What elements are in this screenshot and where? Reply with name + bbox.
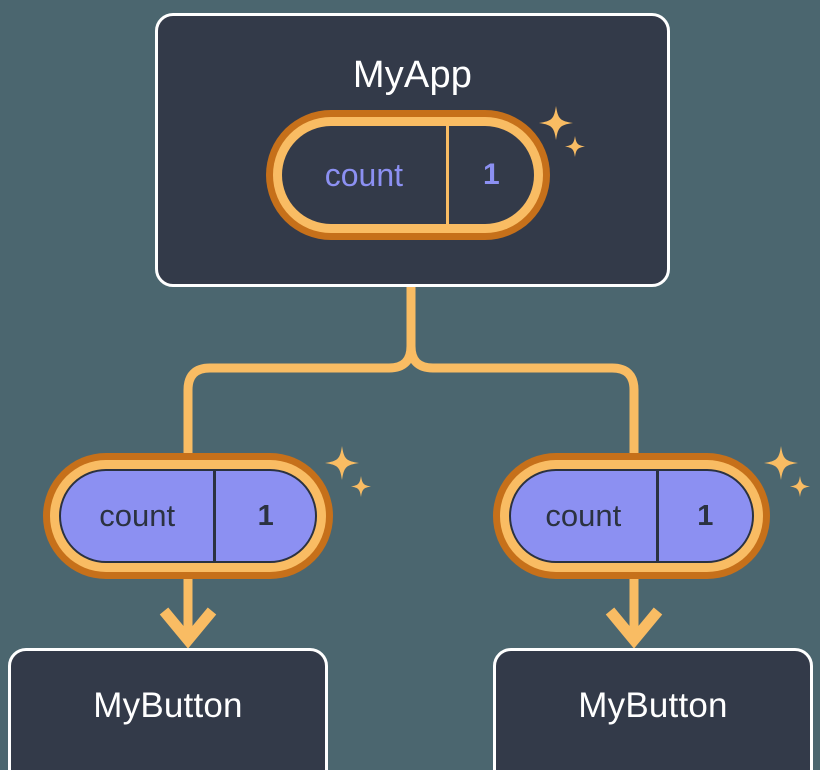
- state-value-label: 1: [445, 126, 534, 224]
- pill-ring-inner: count 1: [500, 460, 763, 572]
- button-component-card-left[interactable]: MyButton: [8, 648, 328, 770]
- button-component-title: MyButton: [578, 686, 728, 725]
- sparkle-large-icon: [764, 446, 798, 480]
- sparkle-large-icon: [325, 446, 359, 480]
- state-value-label: 1: [655, 471, 752, 561]
- state-pill-button-right[interactable]: count 1: [493, 453, 770, 579]
- pill-body: count 1: [59, 469, 317, 563]
- pill-body: count 1: [282, 126, 534, 224]
- pill-ring-inner: count 1: [273, 117, 543, 233]
- pill-ring-inner: count 1: [50, 460, 326, 572]
- sparkle-small-icon: [790, 476, 810, 497]
- button-component-title: MyButton: [93, 686, 243, 725]
- state-key-label: count: [545, 498, 622, 533]
- state-value-label: 1: [213, 471, 315, 561]
- state-key-label: count: [99, 498, 176, 533]
- state-key-label: count: [324, 156, 404, 193]
- connector-branch-left: [183, 345, 416, 455]
- connector-branch-right: [406, 345, 639, 455]
- state-pill-app[interactable]: count 1: [266, 110, 550, 240]
- app-component-title: MyApp: [352, 54, 473, 96]
- arrow-down-icon-left: [159, 578, 217, 649]
- arrow-down-icon-right: [605, 578, 663, 649]
- state-pill-button-left[interactable]: count 1: [43, 453, 333, 579]
- sparkle-small-icon: [351, 476, 371, 497]
- pill-body: count 1: [509, 469, 754, 563]
- button-component-card-right[interactable]: MyButton: [493, 648, 813, 770]
